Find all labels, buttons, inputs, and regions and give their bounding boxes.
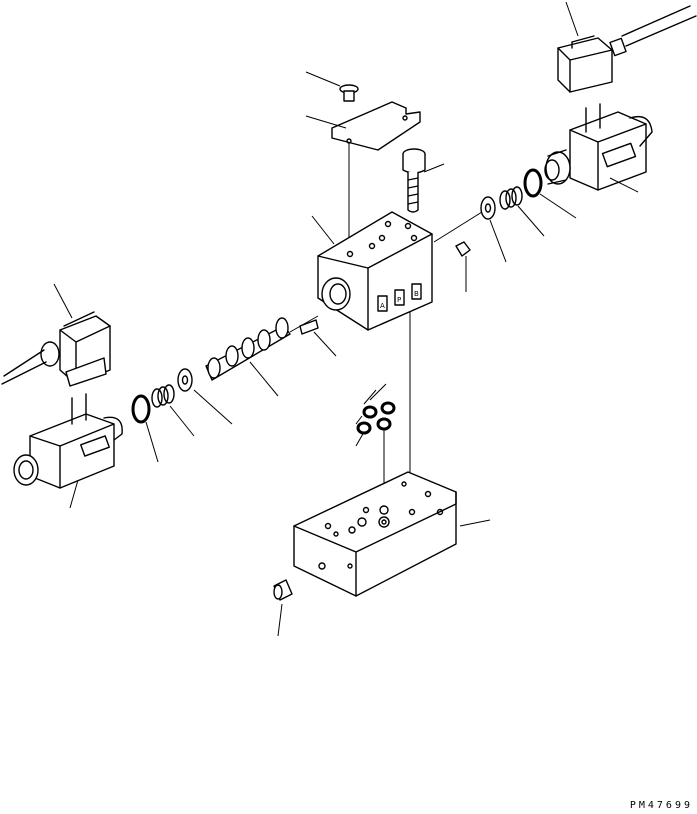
port-label-b: B xyxy=(414,290,419,298)
right-solenoid-connector xyxy=(557,1,697,93)
right-assembly-axis xyxy=(433,211,483,243)
drawing-code: PM47699 xyxy=(629,800,693,811)
cover-plate xyxy=(305,101,421,262)
cap-bolt xyxy=(402,148,445,213)
left-washer xyxy=(177,368,233,425)
valve-spool xyxy=(205,315,319,397)
right-o-ring xyxy=(523,168,577,219)
cover-screw xyxy=(305,71,359,102)
right-pin xyxy=(455,241,471,292)
right-spring xyxy=(499,186,545,237)
left-spring xyxy=(151,384,195,437)
valve-body xyxy=(311,211,433,331)
port-label-p: P xyxy=(397,296,401,304)
right-solenoid-coil xyxy=(544,103,653,193)
port-label-a: A xyxy=(380,302,385,310)
left-o-ring xyxy=(131,394,159,463)
plug xyxy=(273,579,293,637)
valve-port-labels: A P B xyxy=(377,283,422,312)
left-solenoid-connector xyxy=(1,283,111,387)
base-plate xyxy=(293,471,491,597)
left-solenoid-coil xyxy=(13,393,123,509)
right-washer xyxy=(480,196,507,263)
left-pin xyxy=(299,319,337,357)
